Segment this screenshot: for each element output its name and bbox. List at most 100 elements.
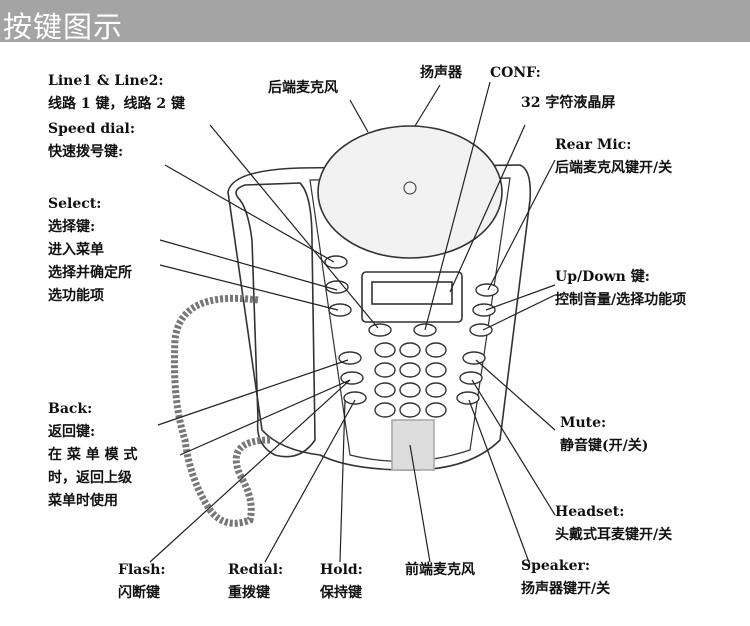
label-redial: Redial: 重拨键 xyxy=(228,559,283,605)
label-zh: 头戴式耳麦键开/关 xyxy=(555,527,673,543)
handset xyxy=(235,182,316,458)
label-zh: 控制音量/选择功能项 xyxy=(555,292,687,308)
label-zh: 选功能项 xyxy=(48,288,104,304)
label-zh: 重拨键 xyxy=(228,585,270,601)
label-en: Headset: xyxy=(555,504,625,520)
label-line-keys: Line1 & Line2: 线路 1 键，线路 2 键 xyxy=(48,70,185,116)
up-button[interactable] xyxy=(472,303,496,317)
leader-line xyxy=(471,379,556,516)
leader-line xyxy=(149,379,351,563)
lcd-frame xyxy=(361,271,463,323)
headset-button[interactable] xyxy=(459,371,483,385)
label-rear-mic: Rear Mic: 后端麦克风键开/关 xyxy=(555,134,672,180)
leader-line xyxy=(482,294,556,331)
leader-line xyxy=(179,379,351,456)
label-speaker: Speaker: 扬声器键开/关 xyxy=(521,555,610,601)
select-button[interactable] xyxy=(328,303,352,317)
keypad-key[interactable] xyxy=(399,402,421,418)
leader-line xyxy=(414,84,441,127)
label-zh: 返回键: xyxy=(48,424,96,440)
label-headset: Headset: 头戴式耳麦键开/关 xyxy=(555,501,672,547)
down-button[interactable] xyxy=(469,323,493,337)
label-zh: 静音键(开/关) xyxy=(560,438,649,454)
label-updown: Up/Down 键: 控制音量/选择功能项 xyxy=(555,266,686,312)
page-title: 按键图示 xyxy=(3,10,124,44)
label-hold: Hold: 保持键 xyxy=(320,559,363,605)
label-zh: 时，返回上级 xyxy=(48,470,132,486)
label-zh: 后端麦克风键开/关 xyxy=(555,160,673,176)
label-en: Up/Down 键: xyxy=(555,269,650,285)
label-en: Select: xyxy=(48,196,102,212)
label-zh: 扬声器键开/关 xyxy=(521,581,611,597)
label-speaker-top: 扬声器 xyxy=(420,65,462,81)
leader-line xyxy=(487,159,556,291)
keypad-key[interactable] xyxy=(374,382,396,398)
label-en: Speed dial: xyxy=(48,121,136,137)
label-front-mic: 前端麦克风 xyxy=(405,562,475,578)
keypad-key[interactable] xyxy=(399,342,421,358)
mute-button[interactable] xyxy=(462,351,486,365)
label-zh: 在 菜 单 模 式 xyxy=(48,447,138,463)
label-zh: 进入菜单 xyxy=(48,242,104,258)
keypad-key[interactable] xyxy=(425,342,447,358)
label-zh: 线路 1 键，线路 2 键 xyxy=(48,96,185,112)
label-select: Select: 选择键: 进入菜单选择并确定所选功能项 xyxy=(48,193,132,308)
keypad-key[interactable] xyxy=(374,362,396,378)
label-en: Rear Mic: xyxy=(555,137,632,153)
label-zh: 快速拨号键: xyxy=(48,144,124,160)
leader-line xyxy=(209,124,379,329)
label-flash: Flash: 闪断键 xyxy=(118,559,166,605)
header-bar: 按键图示 xyxy=(0,0,750,44)
label-en: Flash: xyxy=(118,562,166,578)
label-lcd: 32 字符液晶屏 xyxy=(521,95,616,111)
leader-line xyxy=(157,359,349,426)
label-conf: CONF: xyxy=(490,65,541,81)
keypad-key[interactable] xyxy=(425,382,447,398)
leader-line xyxy=(424,81,491,331)
label-zh: 保持键 xyxy=(320,585,362,601)
leader-line xyxy=(485,284,556,311)
leader-line xyxy=(159,264,339,311)
handset-cord xyxy=(170,294,271,527)
label-en: Hold: xyxy=(320,562,363,578)
keypad-key[interactable] xyxy=(374,342,396,358)
leader-line xyxy=(449,124,526,293)
keypad-key[interactable] xyxy=(374,402,396,418)
leader-line xyxy=(164,164,335,263)
label-zh: 选择键: xyxy=(48,219,96,235)
leader-line xyxy=(264,399,356,563)
phone-body xyxy=(227,164,532,471)
keypad-key[interactable] xyxy=(425,362,447,378)
leader-line xyxy=(468,399,531,566)
label-back: Back:返回键:在 菜 单 模 式时，返回上级菜单时使用 xyxy=(48,398,138,513)
speaker-button[interactable] xyxy=(456,391,480,405)
keypad-key[interactable] xyxy=(425,402,447,418)
hold-button[interactable] xyxy=(343,391,367,405)
label-en: Line1 & Line2: xyxy=(48,73,164,89)
leader-line xyxy=(349,99,369,133)
line1-button[interactable] xyxy=(368,323,392,337)
speaker-center xyxy=(403,181,417,195)
label-en: Redial: xyxy=(228,562,284,578)
label-speed-dial: Speed dial: 快速拨号键: xyxy=(48,118,135,164)
rear-mic-button[interactable] xyxy=(475,283,499,297)
leader-lines xyxy=(149,81,556,566)
label-mute: Mute: 静音键(开/关) xyxy=(560,412,648,458)
leader-line xyxy=(475,359,556,431)
leader-line xyxy=(409,444,431,563)
leader-line xyxy=(339,399,346,563)
speed-dial-button[interactable] xyxy=(324,255,348,269)
buttons xyxy=(324,255,499,418)
label-zh: 闪断键 xyxy=(118,585,160,601)
speaker-grille xyxy=(317,125,503,259)
label-rear-mic-top: 后端麦克风 xyxy=(268,80,338,96)
leader-line xyxy=(159,239,338,291)
keypad-key[interactable] xyxy=(399,382,421,398)
keypad-key[interactable] xyxy=(399,362,421,378)
label-en: Speaker: xyxy=(521,558,591,574)
label-zh: 菜单时使用 xyxy=(48,493,118,509)
lcd-screen xyxy=(371,281,453,305)
label-zh: 选择并确定所 xyxy=(48,265,132,281)
label-en: Mute: xyxy=(560,415,607,431)
